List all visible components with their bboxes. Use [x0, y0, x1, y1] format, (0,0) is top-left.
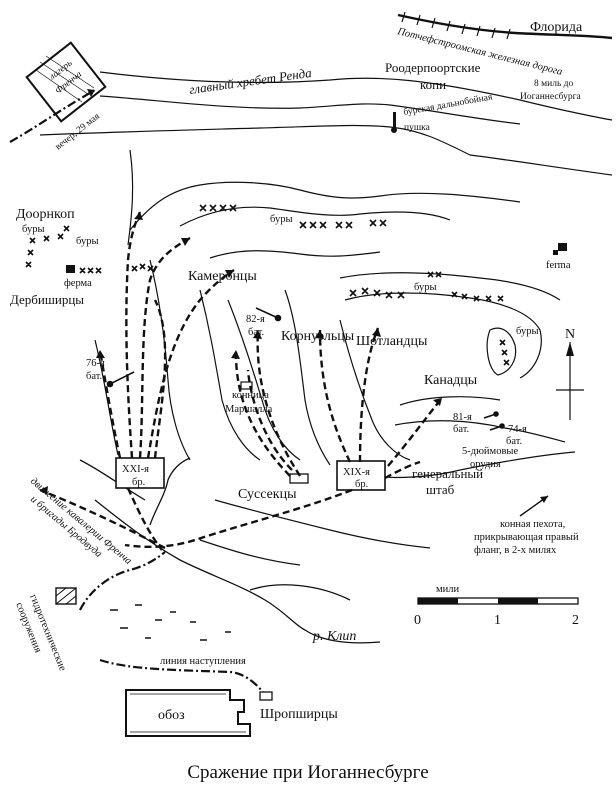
contour-1 — [129, 181, 521, 231]
stream-2 — [249, 584, 351, 601]
brigade-19-box — [336, 460, 386, 491]
contour-3 — [209, 250, 381, 259]
ridge-line-1 — [99, 95, 521, 125]
scale-bar — [417, 597, 579, 605]
label-canadians: Канадцы — [424, 373, 478, 388]
label-marshall-2: Маршалла — [225, 404, 273, 415]
label-mounted-3: фланг, в 2-х милях — [474, 545, 557, 556]
label-hq-1: генеральный — [412, 466, 483, 481]
label-derbyshire: Дербиширцы — [10, 292, 84, 307]
label-mounted-2: прикрывающая правый — [474, 532, 579, 543]
contour-15 — [486, 327, 517, 376]
shropshire-marker — [259, 691, 273, 701]
brigade-21-box — [115, 457, 165, 489]
farm-icon-east — [553, 243, 567, 255]
french-camp — [25, 41, 107, 123]
battery-81-74-icon — [483, 411, 505, 431]
scale-tick-0: 0 — [414, 613, 421, 628]
label-brigade-19-1: XIX-я — [343, 467, 370, 478]
boer-positions — [25, 204, 510, 366]
label-doornkop: Доорнкоп — [16, 207, 75, 222]
contour-17 — [214, 499, 431, 549]
battery-76-icon — [106, 371, 135, 388]
label-guns-1: 5-дюймовые — [462, 446, 518, 457]
contour-14 — [127, 149, 134, 246]
label-81-bat-1: 81-я — [453, 412, 472, 423]
label-scots: Шотландцы — [356, 334, 428, 349]
contour-6 — [149, 259, 191, 461]
label-74-bat-2: бат. — [506, 436, 522, 447]
label-74-bat-1: 74-я — [508, 424, 527, 435]
label-82-bat-1: 82-я — [246, 314, 265, 325]
label-boer-gun-2: пушка — [404, 123, 431, 133]
contour-10 — [339, 319, 411, 461]
label-camerons: Камеронцы — [188, 269, 257, 284]
battery-82-icon — [255, 307, 282, 322]
label-boers-3: буры — [270, 214, 293, 225]
contour-12 — [394, 420, 566, 443]
scale-tick-2: 2 — [572, 613, 579, 628]
label-ridge: главный хребет Ренда — [188, 65, 313, 97]
scale-tick-1: 1 — [494, 613, 501, 628]
label-81-bat-2: бат. — [453, 424, 469, 435]
contour-4 — [339, 272, 561, 301]
label-shropshire: Шропширцы — [260, 707, 338, 722]
railway-line — [397, 11, 613, 40]
label-boers-5: буры — [516, 326, 539, 337]
label-boers-2: буры — [76, 236, 99, 247]
contour-7 — [199, 289, 261, 461]
label-farm-2: ferma — [546, 260, 571, 271]
label-hq-2: штаб — [426, 482, 455, 497]
map-caption: Сражение при Иоганнесбурге — [187, 762, 429, 783]
scale-title: мили — [436, 584, 460, 595]
label-boers-4: буры — [414, 282, 437, 293]
road-top — [99, 71, 613, 121]
contour-11 — [399, 396, 501, 406]
label-boers-1: буры — [22, 224, 45, 235]
label-sussex: Суссекцы — [238, 487, 297, 502]
label-brigade-21-1: XXI-я — [122, 464, 149, 475]
label-distance-1: 8 миль до — [534, 79, 574, 89]
label-distance-2: Иоганнесбурга — [520, 91, 582, 102]
mounted-infantry-arrowhead — [540, 496, 548, 503]
label-wagons: обоз — [158, 708, 185, 723]
contour-5 — [344, 292, 542, 379]
label-mines-1: Роодерпоортские — [385, 60, 481, 75]
label-mounted-1: конная пехота, — [500, 519, 565, 530]
contour-18 — [199, 539, 301, 566]
stream-1 — [149, 457, 191, 526]
label-brigade-21-2: бр. — [132, 477, 145, 488]
label-river: р. Клип — [312, 629, 356, 644]
label-82-bat-2: бат. — [248, 327, 264, 338]
label-florida: Флорида — [530, 20, 583, 35]
marsh-marks — [110, 604, 231, 641]
label-guns-2: орудия — [470, 459, 501, 470]
farm-icon-west — [66, 265, 75, 273]
contour-9 — [284, 289, 331, 466]
map-frame — [0, 0, 616, 746]
ridge-line-2 — [39, 124, 613, 176]
boer-gun-icon — [391, 112, 397, 133]
label-mines-2: копи — [420, 77, 446, 92]
river-klip — [94, 499, 381, 644]
label-76-bat-2: бат. — [86, 371, 102, 382]
label-76-bat-1: 76-я — [86, 358, 105, 369]
stream-3 — [79, 459, 146, 501]
compass-north-label: N — [565, 327, 575, 342]
label-brigade-19-2: бр. — [355, 479, 368, 490]
label-marshall-1: конница — [232, 390, 269, 401]
arrow-heads — [40, 89, 442, 495]
label-advance-line: линия наступления — [160, 656, 246, 667]
hydro-works-icon — [55, 587, 77, 605]
label-farm-1: ферма — [64, 278, 92, 289]
contour-13 — [94, 339, 119, 456]
movement-arrows — [9, 89, 443, 696]
compass-north-arrow — [556, 342, 584, 420]
contour-8 — [227, 299, 301, 461]
wagons-shape — [125, 689, 251, 737]
marshall-cavalry-marker — [240, 381, 253, 390]
